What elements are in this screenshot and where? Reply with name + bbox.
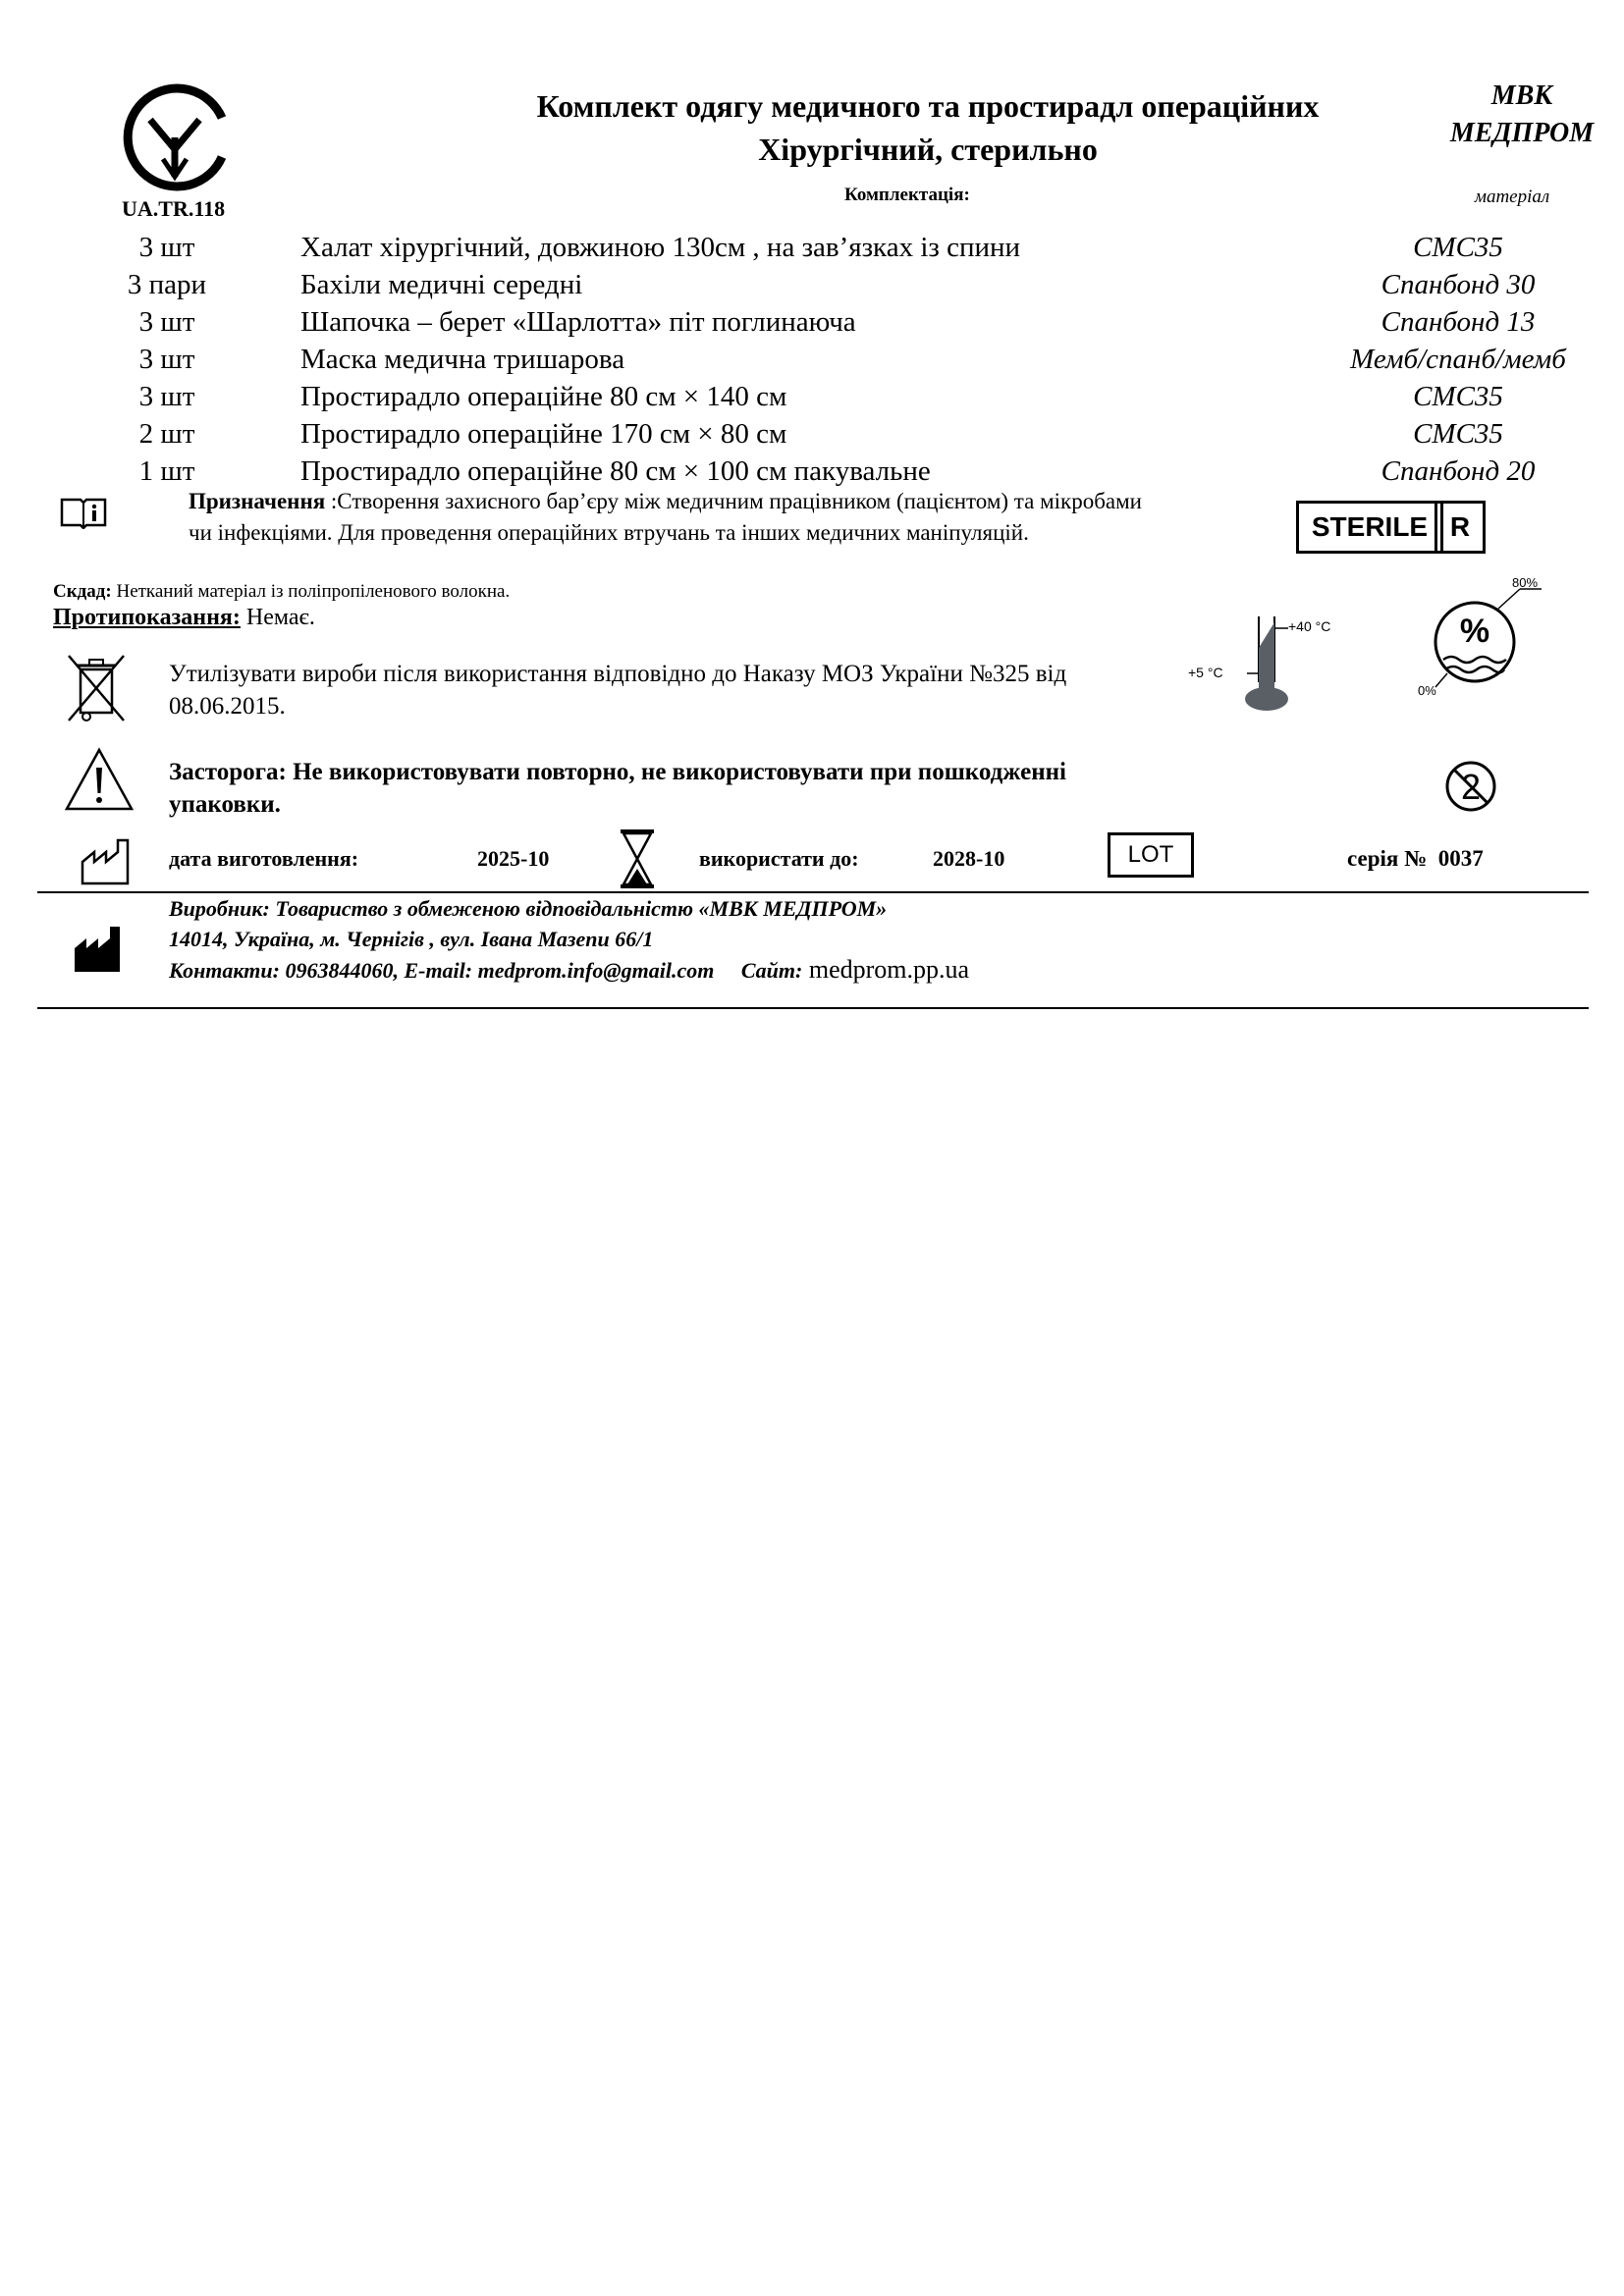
temperature-max-label: +40 °C: [1288, 618, 1331, 634]
material-column-header: матеріал: [1474, 187, 1550, 207]
temperature-limit-icon: [1245, 616, 1288, 711]
item-name: Простирадло операційне 80 см × 140 см: [300, 381, 787, 412]
contraindications-value: Немає.: [240, 605, 315, 630]
item-material: СМС35: [1413, 418, 1503, 450]
humidity-limit-icon: [1434, 588, 1542, 688]
item-material: Спанбонд 30: [1380, 269, 1536, 300]
item-quantity: 3 пари: [127, 269, 207, 300]
manufacture-date-value: 2025-10: [477, 846, 550, 871]
date-of-manufacture-icon: [81, 838, 130, 885]
item-name: Бахіли медичні середні: [300, 269, 583, 300]
do-not-reuse-icon: [1445, 761, 1496, 812]
list-item: 3 шт Шапочка – берет «Шарлотта» піт погл…: [0, 303, 1624, 341]
instructions-book-icon: [60, 498, 107, 529]
use-by-hourglass-icon: [621, 829, 654, 888]
manufacturer-factory-icon: [75, 927, 120, 972]
divider: [37, 891, 1589, 893]
item-quantity: 2 шт: [138, 418, 195, 450]
item-quantity: 1 шт: [138, 455, 195, 487]
composition-text: Скдад: Нетканий матеріал із поліпропілен…: [53, 581, 510, 603]
purpose-description: :Створення захисного бар’єру між медични…: [189, 489, 1142, 545]
list-item: 1 шт Простирадло операційне 80 см × 100 …: [0, 453, 1624, 490]
lot-label: LOT: [1127, 841, 1174, 868]
do-not-reuse-digit: 2: [1460, 767, 1482, 807]
item-quantity: 3 шт: [138, 306, 195, 338]
item-material: Мемб/спанб/мемб: [1350, 344, 1566, 375]
humidity-percent-symbol: %: [1459, 613, 1490, 650]
humidity-max-label: 80%: [1512, 575, 1539, 590]
series-value: 0037: [1437, 846, 1484, 871]
manufacturer-name: Виробник: Товариство з обмеженою відпові…: [169, 896, 888, 921]
section-label: Комплектація:: [844, 185, 970, 205]
warning-description: : Не використовувати повторно, не викори…: [169, 759, 1066, 818]
brand-name-line2: МЕДПРОМ: [1449, 118, 1595, 148]
purpose-text: Призначення :Створення захисного бар’єру…: [189, 486, 1170, 549]
document-title: Комплект одягу медичного та простирадл о…: [536, 88, 1320, 124]
manufacturer-contacts-line: Контакти: 0963844060, E-mail: medprom.in…: [169, 954, 969, 986]
disposal-text: Утилізувати вироби після використання ві…: [169, 661, 1067, 720]
composition-label: Скдад:: [53, 581, 112, 602]
website-link[interactable]: medprom.pp.ua: [802, 955, 970, 984]
document-subtitle: Хірургічний, стерильно: [758, 132, 1098, 167]
item-name: Халат хірургічний, довжиною 130см , на з…: [300, 232, 1021, 263]
temperature-min-label: +5 °C: [1188, 665, 1223, 680]
item-quantity: 3 шт: [138, 381, 195, 412]
warning-text: Засторога: Не використовувати повторно, …: [169, 756, 1151, 821]
crossed-out-bin-icon: [68, 655, 125, 721]
list-item: 3 шт Халат хірургічний, довжиною 130см ,…: [0, 229, 1624, 266]
sterile-method-symbol: R: [1435, 501, 1486, 554]
list-item: 3 шт Простирадло операційне 80 см × 140 …: [0, 378, 1624, 415]
manufacturer-address: 14014, Україна, м. Чернігів , вул. Івана…: [169, 927, 654, 951]
contraindications-text: Протипоказання: Немає.: [53, 605, 315, 631]
item-material: СМС35: [1413, 381, 1503, 412]
purpose-label: Призначення: [189, 489, 326, 513]
item-name: Шапочка – берет «Шарлотта» піт поглинаюч…: [300, 306, 856, 338]
item-material: Спанбонд 20: [1380, 455, 1536, 487]
series-number: серія № 0037: [1347, 846, 1484, 872]
manufacture-date-label: дата виготовлення:: [169, 846, 359, 871]
manufacturer-contacts: Контакти: 0963844060, E-mail: medprom.in…: [169, 958, 715, 983]
item-quantity: 3 шт: [138, 344, 195, 375]
website-label: Сайт:: [740, 958, 803, 983]
warning-label: Засторога: [169, 759, 279, 785]
expiry-date-value: 2028-10: [933, 846, 1005, 871]
list-item: 3 пари Бахіли медичні середні Спанбонд 3…: [0, 266, 1624, 303]
item-material: Спанбонд 13: [1380, 306, 1536, 338]
list-item: 3 шт Маска медична тришарова Мемб/спанб/…: [0, 341, 1624, 378]
sterile-method-label: R: [1449, 511, 1471, 542]
certification-mark-label: UA.TR.118: [122, 196, 226, 221]
list-item: 2 шт Простирадло операційне 170 см × 80 …: [0, 415, 1624, 453]
divider: [37, 1007, 1589, 1009]
sterile-symbol: STERILE: [1296, 501, 1443, 554]
caution-triangle-icon: [64, 747, 135, 811]
brand-name-line1: МВК: [1490, 80, 1553, 111]
composition-description: Нетканий матеріал із поліпропіленового в…: [111, 581, 511, 602]
contraindications-label: Протипоказання:: [53, 605, 241, 630]
item-name: Простирадло операційне 80 см × 100 см па…: [300, 455, 931, 487]
series-label: серія №: [1347, 846, 1428, 871]
expiry-date-label: використати до:: [699, 846, 859, 871]
ua-conformity-mark-icon: [123, 83, 227, 191]
item-name: Простирадло операційне 170 см × 80 см: [300, 418, 787, 450]
sterile-label: STERILE: [1311, 511, 1429, 542]
manufacturer-info: Виробник: Товариство з обмеженою відпові…: [169, 893, 969, 986]
lot-symbol: LOT: [1108, 832, 1194, 878]
item-quantity: 3 шт: [138, 232, 195, 263]
item-name: Маска медична тришарова: [300, 344, 625, 375]
item-material: СМС35: [1413, 232, 1503, 263]
humidity-min-label: 0%: [1418, 683, 1436, 698]
